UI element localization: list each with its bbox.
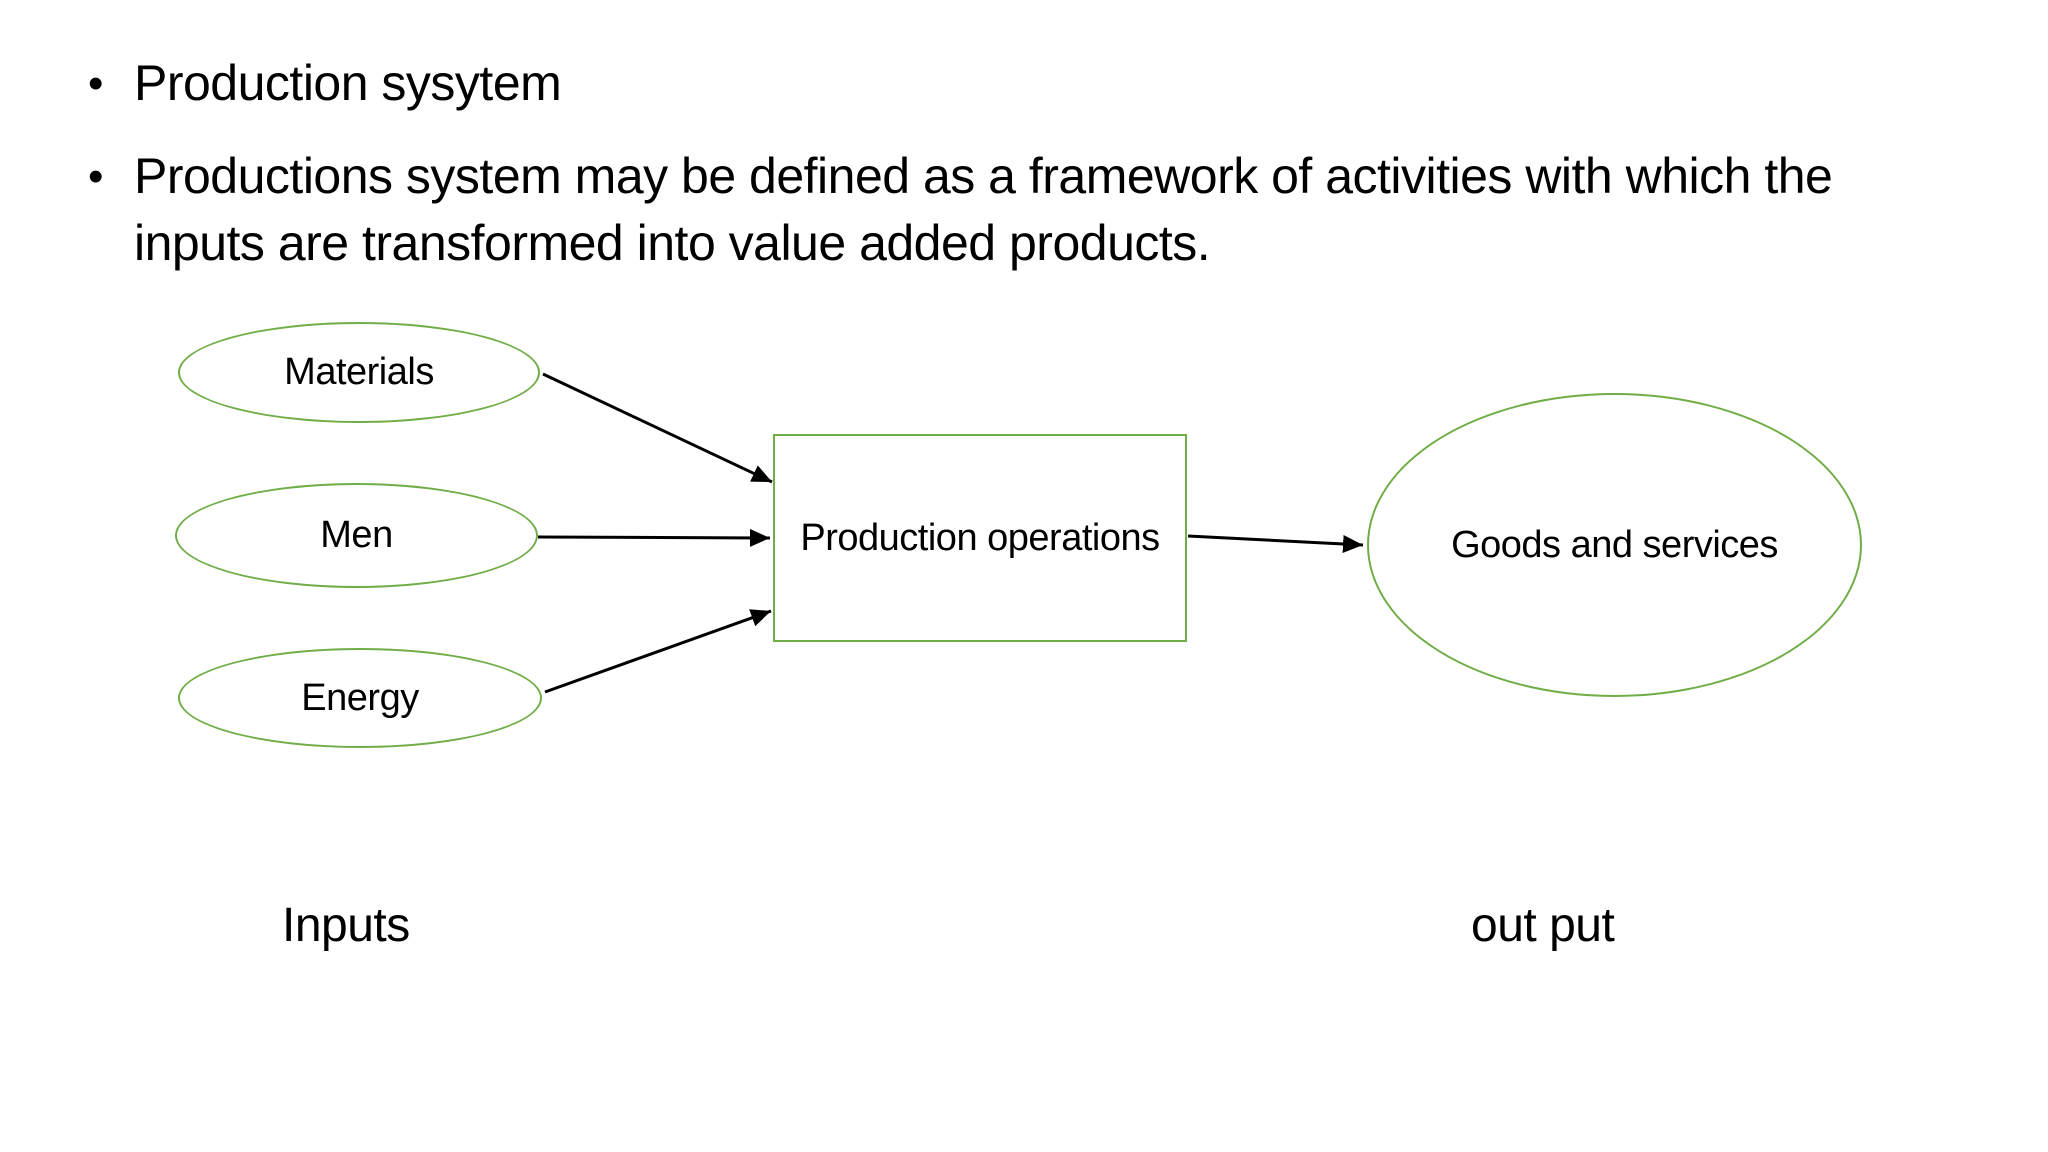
- arrow-process-to-output: [1187, 534, 1364, 553]
- node-label: Energy: [301, 676, 419, 719]
- input-ellipse-energy: Energy: [178, 648, 542, 748]
- caption-output: out put: [1471, 899, 1615, 952]
- process-box: Production operations: [773, 434, 1187, 642]
- node-label: Goods and services: [1451, 523, 1778, 566]
- bullet-item: • Productions system may be defined as a…: [88, 143, 1834, 277]
- node-label: Materials: [284, 351, 434, 393]
- arrow-energy-to-process: [544, 609, 772, 694]
- arrow-materials-to-process: [542, 372, 773, 484]
- bullet-icon: •: [88, 59, 103, 108]
- bullet-text: Production sysytem: [134, 55, 562, 111]
- bullet-text: Productions system may be defined as a f…: [134, 148, 1833, 271]
- bullet-list: • Production sysytem • Productions syste…: [88, 50, 1834, 303]
- input-ellipse-men: Men: [175, 483, 538, 588]
- caption-inputs: Inputs: [282, 899, 410, 952]
- node-label: Men: [320, 514, 393, 556]
- bullet-item: • Production sysytem: [88, 50, 1834, 117]
- node-label: Production operations: [800, 516, 1160, 559]
- arrow-men-to-process: [537, 528, 771, 547]
- bullet-icon: •: [88, 152, 103, 201]
- input-ellipse-materials: Materials: [178, 322, 540, 423]
- output-ellipse: Goods and services: [1367, 393, 1862, 697]
